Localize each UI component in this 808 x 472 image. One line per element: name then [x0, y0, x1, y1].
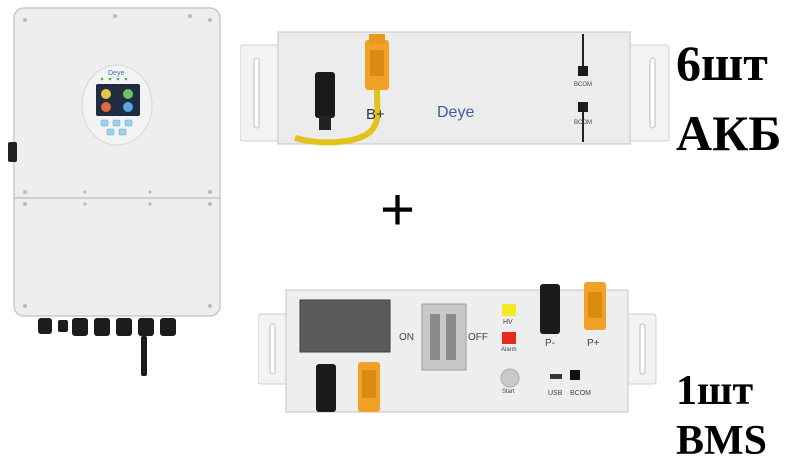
bms-breaker: [421, 303, 467, 371]
bms-start-label: Start: [502, 389, 515, 395]
inverter-body: [13, 7, 221, 317]
inverter-keypad: [100, 119, 133, 136]
inverter-illustration: [8, 7, 221, 376]
bms-bottom-black-connector: [316, 364, 336, 412]
battery-com-port-1: [578, 66, 588, 76]
battery-brand-label: Deye: [437, 104, 475, 121]
battery-com-port-2: [578, 102, 588, 112]
battery-terminal-label: B+: [366, 106, 385, 123]
battery-cable: [294, 89, 381, 146]
bms-hv-indicator: [502, 304, 516, 316]
bms-illustration: [258, 282, 657, 413]
bms-bcom-label: BCOM: [570, 390, 591, 397]
bms-start-button: [500, 368, 520, 388]
bms-p-minus-label: P-: [545, 338, 555, 349]
battery-module-illustration: [240, 31, 670, 146]
bms-bcom-port: [570, 370, 580, 380]
battery-name-label: АКБ: [676, 105, 782, 161]
bms-alarm-indicator: [502, 332, 516, 344]
inverter-side-switch: [8, 142, 17, 162]
plus-sign: +: [380, 176, 416, 243]
bms-p-plus-label: P+: [587, 338, 600, 349]
battery-port-label-1: BCOM: [574, 82, 592, 88]
bms-name-label: BMS: [676, 418, 768, 464]
inverter-cable-glands: [38, 318, 176, 376]
bms-usb-port: [550, 374, 562, 379]
battery-count-label: 6шт: [676, 35, 768, 91]
bms-usb-label: USB: [548, 390, 563, 397]
bms-switch-on-label: ON: [399, 332, 414, 343]
battery-right-ear: [623, 44, 670, 142]
battery-front-panel: [277, 31, 631, 145]
bms-count-label: 1шт: [676, 368, 754, 414]
bms-p-minus-connector: [540, 284, 560, 334]
battery-port-label-2: BCOM: [574, 120, 592, 126]
inverter-brand-label: Deye: [108, 70, 125, 77]
bms-alarm-label: Alarm: [501, 347, 517, 353]
bms-hv-label: HV: [503, 319, 513, 326]
inverter-lcd-screen: [96, 84, 140, 116]
bms-switch-off-label: OFF: [468, 332, 488, 343]
battery-negative-connector: [315, 72, 335, 118]
bms-display: [299, 299, 391, 353]
